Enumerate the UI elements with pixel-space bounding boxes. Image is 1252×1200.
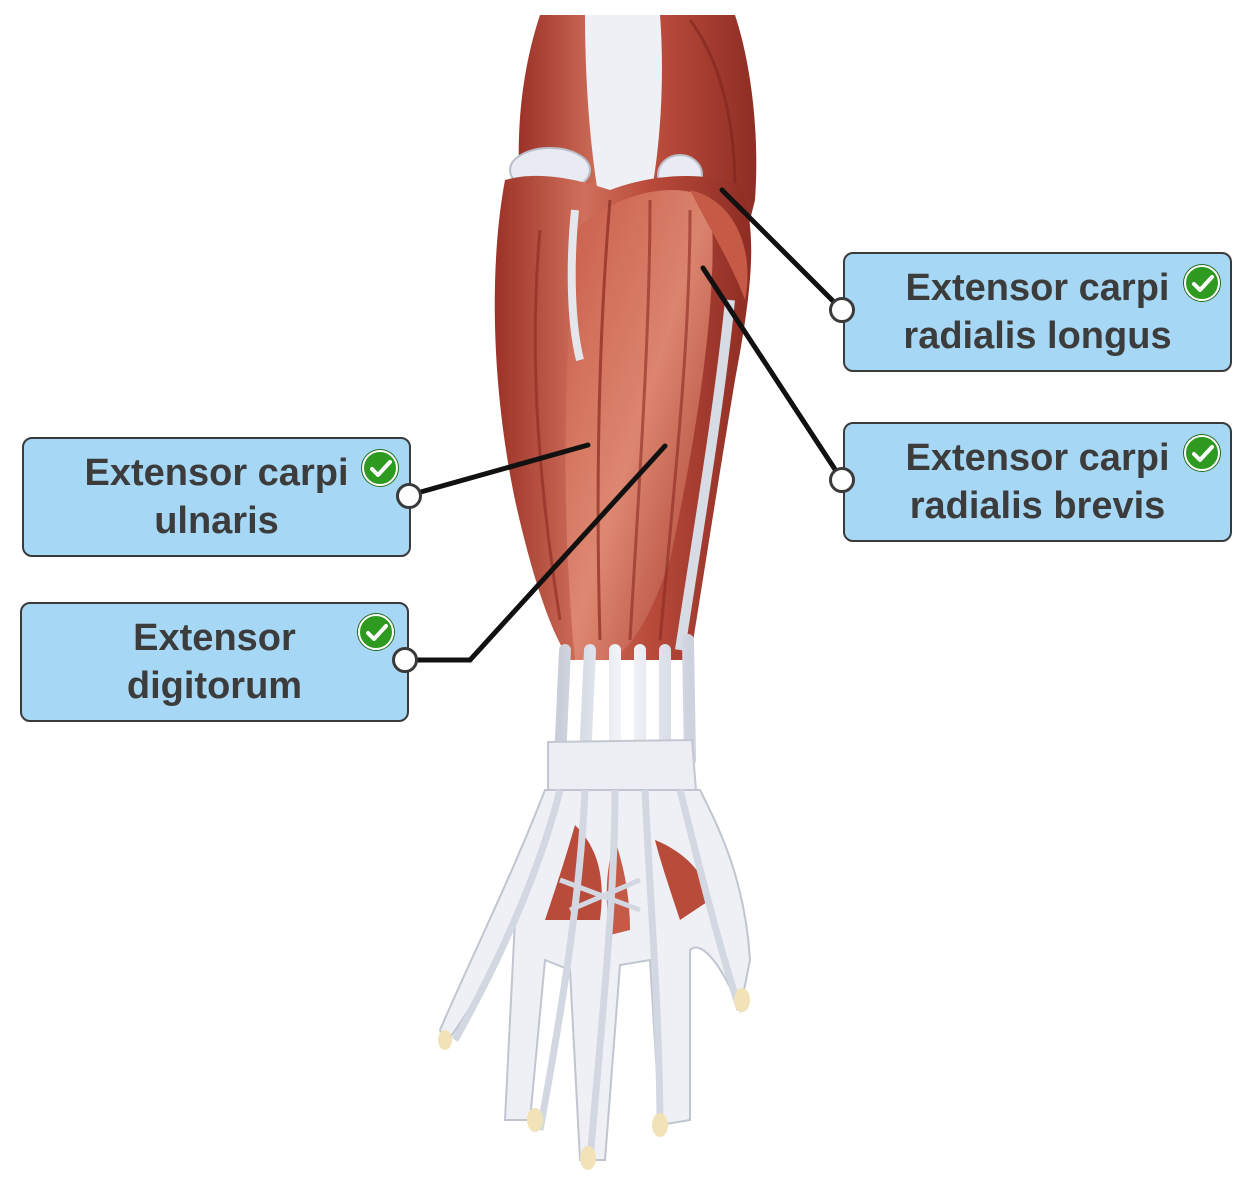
label-line-2: ulnaris	[154, 500, 279, 542]
label-line-1: Extensor	[133, 617, 296, 659]
forearm-muscles	[494, 175, 752, 661]
leader-line-ecr-longus	[719, 187, 845, 313]
connector-pin[interactable]	[829, 297, 855, 323]
connector-pin[interactable]	[396, 483, 422, 509]
check-icon	[358, 614, 394, 650]
check-icon	[1184, 435, 1220, 471]
connector-pin[interactable]	[392, 647, 418, 673]
label-line-1: Extensor carpi	[84, 452, 349, 494]
label-line-2: radialis brevis	[909, 485, 1166, 527]
label-line-2: radialis longus	[903, 315, 1172, 357]
label-line-1: Extensor carpi	[905, 437, 1170, 479]
check-icon	[1184, 265, 1220, 301]
hand	[438, 789, 752, 1170]
forearm-tendons	[554, 634, 696, 766]
label-line-1: Extensor carpi	[905, 267, 1170, 309]
leader-lines	[402, 187, 845, 663]
label-extensor-digitorum[interactable]: Extensor digitorum	[20, 602, 409, 722]
leader-line-ecr-brevis	[700, 265, 845, 483]
label-extensor-carpi-radialis-brevis[interactable]: Extensor carpi radialis brevis	[843, 422, 1232, 542]
label-extensor-carpi-ulnaris[interactable]: Extensor carpi ulnaris	[22, 437, 411, 557]
connector-pin[interactable]	[829, 467, 855, 493]
leader-line-ec-ulnaris	[407, 442, 591, 498]
check-icon	[362, 450, 398, 486]
label-extensor-carpi-radialis-longus[interactable]: Extensor carpi radialis longus	[843, 252, 1232, 372]
label-line-2: digitorum	[126, 665, 303, 707]
leader-line-e-digitorum	[402, 443, 668, 663]
extensor-retinaculum	[547, 738, 698, 794]
